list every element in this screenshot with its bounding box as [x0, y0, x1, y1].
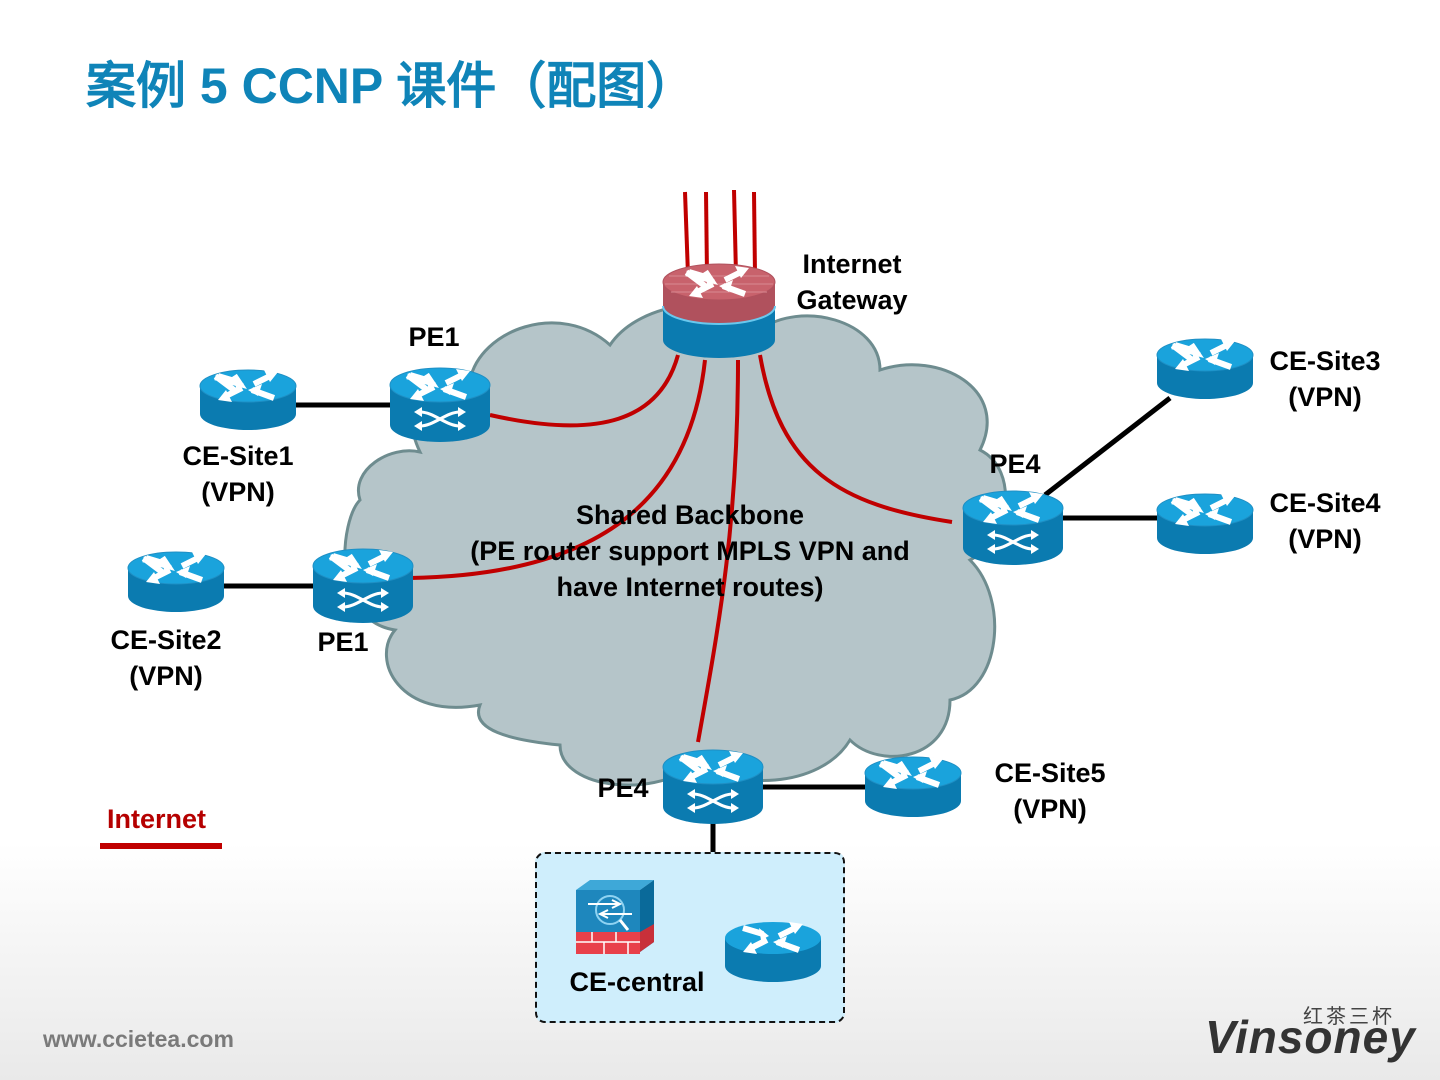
backbone-desc-line: (PE router support MPLS VPN and	[470, 536, 910, 566]
backbone-title: Shared Backbone	[575, 500, 805, 530]
pe1-bottom-label: PE1	[317, 627, 369, 657]
backbone-desc-line: have Internet routes)	[556, 572, 824, 602]
vpn-link-pe4-ce3	[1043, 396, 1172, 497]
internet-link-igw-pe1-top	[489, 354, 680, 428]
ce-site3-label: CE-Site3 (VPN)	[1269, 343, 1380, 415]
ce-site2-label: CE-Site2 (VPN)	[110, 622, 221, 694]
legend-internet-label: Internet	[107, 804, 207, 834]
internet-gateway-router[interactable]	[662, 264, 776, 358]
legend-internet-line	[100, 843, 222, 849]
backbone-cloud	[343, 303, 1007, 787]
label-line: (VPN)	[201, 477, 275, 507]
label-line: (VPN)	[1013, 794, 1087, 824]
backbone-description: Shared Backbone (PE router support MPLS …	[470, 497, 910, 605]
label-line: (VPN)	[129, 661, 203, 691]
label-line: Gateway	[796, 285, 908, 315]
label-line: (VPN)	[1288, 524, 1362, 554]
label-line: CE-Site5	[994, 758, 1106, 788]
internet-link-igw-pe1-bottom	[409, 359, 707, 580]
internet-uplinks	[683, 189, 757, 276]
brand-logo: Vinsoney	[1205, 1011, 1416, 1063]
ce-site4-label: CE-Site4 (VPN)	[1269, 485, 1380, 557]
internet-gateway-label: Internet Gateway	[796, 246, 907, 318]
page-title: 案例 5 CCNP 课件（配图）	[86, 58, 697, 114]
label-line: CE-Site1	[182, 441, 294, 471]
label-line: (VPN)	[1288, 382, 1362, 412]
ce-site5-label: CE-Site5 (VPN)	[994, 755, 1105, 827]
internet-link-igw-pe4-right	[758, 354, 953, 524]
firewall-icon[interactable]	[576, 880, 654, 954]
ce-site1-label: CE-Site1 (VPN)	[182, 438, 293, 510]
ce-central-label: CE-central	[569, 967, 705, 997]
pe4-right-label: PE4	[989, 449, 1041, 479]
brand-chinese-name: 红茶三杯	[1303, 1006, 1395, 1028]
label-line: Internet	[802, 249, 902, 279]
pe1-top-label: PE1	[408, 322, 460, 352]
ce-central-router[interactable]	[725, 922, 821, 982]
label-line: CE-Site3	[1269, 346, 1381, 376]
footer-url: www.ccietea.com	[43, 1026, 234, 1052]
internet-link-igw-pe4-bottom	[696, 359, 740, 743]
pe4-bottom-label: PE4	[597, 773, 649, 803]
label-line: CE-Site4	[1269, 488, 1381, 518]
label-line: CE-Site2	[110, 625, 222, 655]
